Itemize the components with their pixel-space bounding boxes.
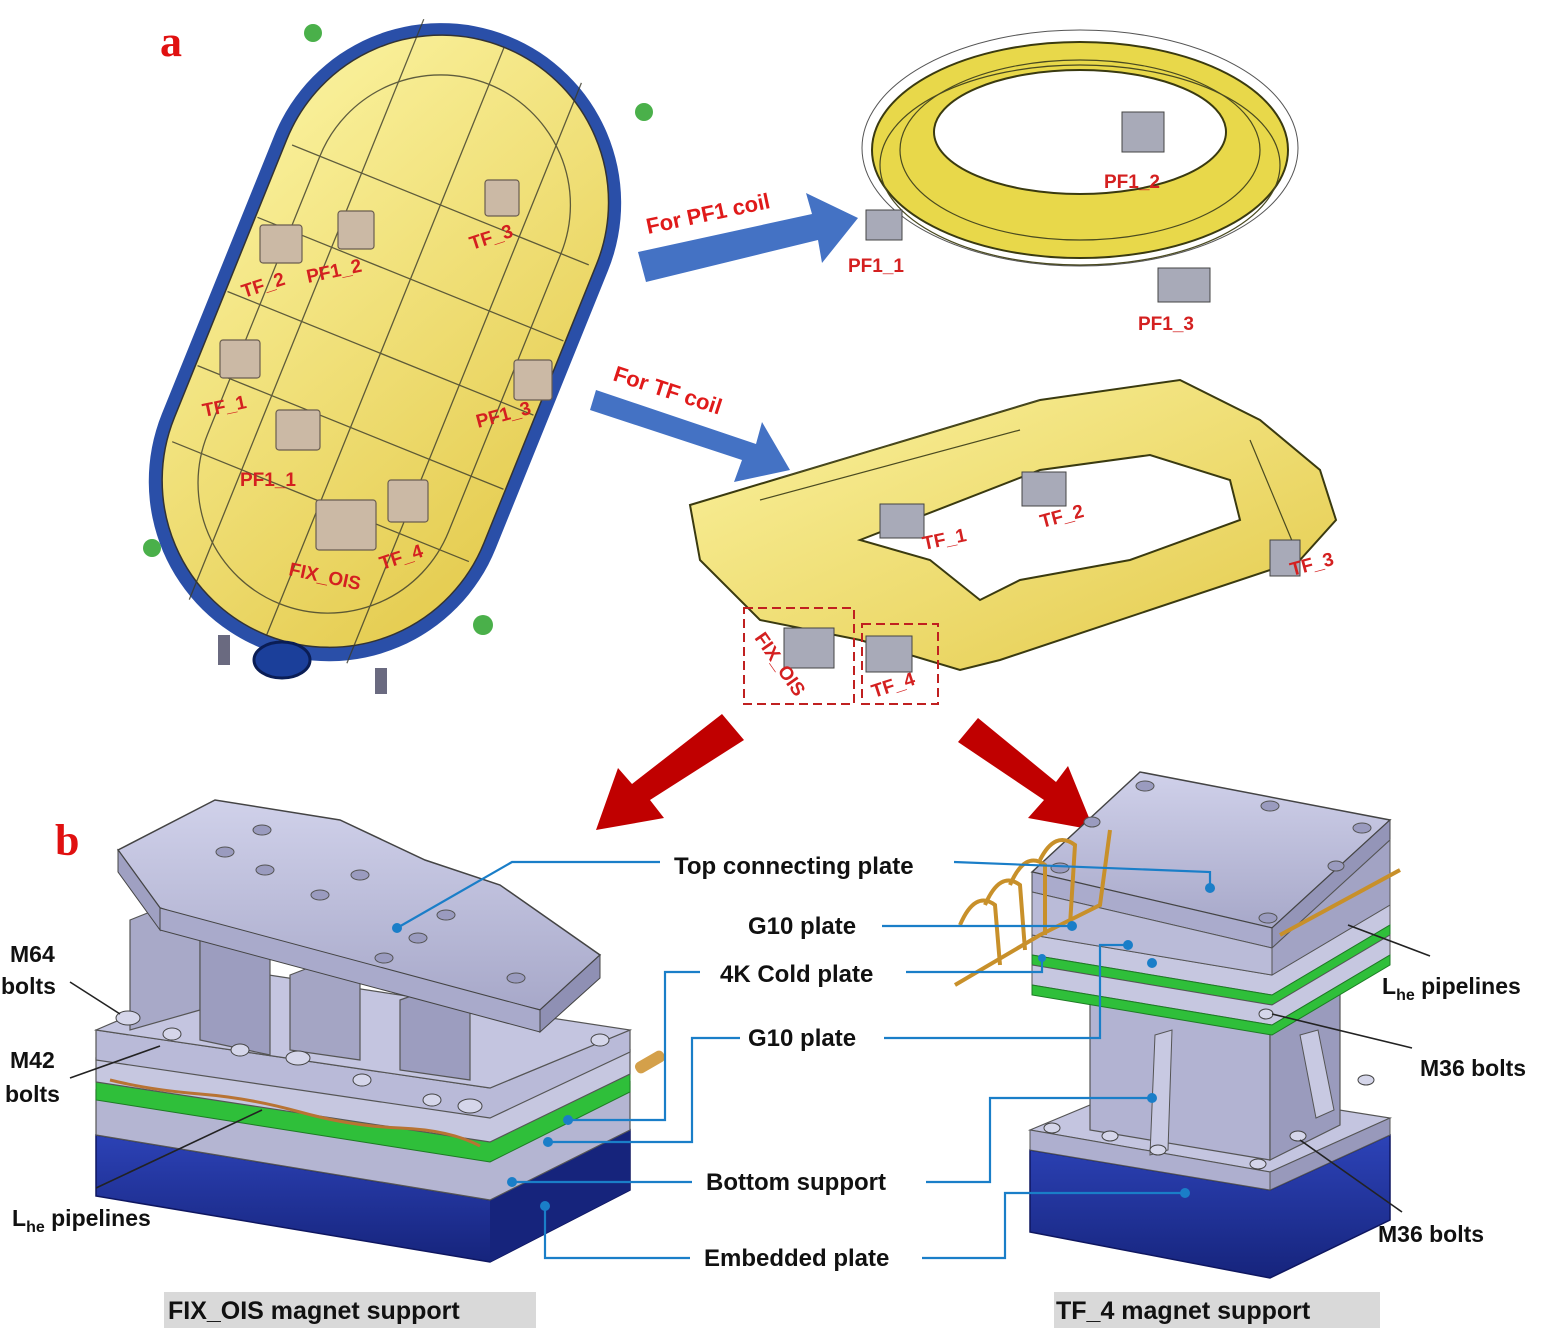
tf4-support-drawing: [953, 771, 1401, 1279]
panel-label-b: b: [55, 816, 79, 865]
cryostat-vessel-drawing: [143, 18, 653, 694]
callout-4k-cold-plate: 4K Cold plate: [720, 961, 873, 988]
callout-embedded-plate: Embedded plate: [704, 1245, 889, 1272]
ring-label-pf1-2: PF1_2: [1104, 172, 1160, 193]
caption-fix-ois-support: FIX_OIS magnet support: [168, 1297, 460, 1325]
callout-g10-plate-upper: G10 plate: [748, 913, 856, 940]
callout-bottom-support: Bottom support: [706, 1169, 886, 1196]
frame-label-tf4: TF_4: [869, 669, 918, 703]
label-m64-line1: M64: [10, 941, 55, 967]
red-arrow-right: [958, 718, 1094, 830]
callouts: Top connecting plate G10 plate 4K Cold p…: [674, 853, 914, 1272]
callout-g10-plate-lower: G10 plate: [748, 1025, 856, 1052]
callout-top-connecting-plate: Top connecting plate: [674, 853, 914, 880]
arrow-for-pf1-coil: For PF1 coil: [638, 188, 858, 282]
pf1-ring-labels: PF1_2 PF1_1 PF1_3: [848, 172, 1194, 335]
fix-ois-support-drawing: [93, 799, 666, 1263]
label-m36-bolts-lower: M36 bolts: [1378, 1221, 1484, 1247]
captions: FIX_OIS magnet support TF_4 magnet suppo…: [164, 1292, 1380, 1328]
label-m42-line2: bolts: [5, 1081, 60, 1107]
tf4-side-labels: Lhe pipelines M36 bolts M36 bolts: [1378, 973, 1526, 1247]
leader-lines: [392, 860, 1215, 1260]
label-pf1-1: PF1_1: [240, 470, 296, 491]
bolt-pointer-lines: [69, 924, 1431, 1213]
panel-label-a: a: [160, 17, 182, 66]
pf1-coil-ring-drawing: [861, 29, 1299, 303]
ring-label-pf1-3: PF1_3: [1138, 314, 1194, 335]
arrow-for-tf-coil: For TF coil: [590, 361, 790, 482]
fix-ois-side-labels: M64 bolts M42 bolts Lhe pipelines: [1, 941, 151, 1236]
label-m64-line2: bolts: [1, 973, 56, 999]
label-m42-line1: M42: [10, 1047, 55, 1073]
red-arrow-left: [596, 714, 744, 830]
caption-tf4-support: TF_4 magnet support: [1056, 1297, 1311, 1325]
tf-coil-frame-drawing: [688, 378, 1338, 705]
ring-label-pf1-1: PF1_1: [848, 256, 904, 277]
label-m36-bolts-upper: M36 bolts: [1420, 1055, 1526, 1081]
label-lhe-pipelines-right: Lhe pipelines: [1382, 973, 1521, 1004]
label-lhe-pipelines-left: Lhe pipelines: [12, 1205, 151, 1236]
